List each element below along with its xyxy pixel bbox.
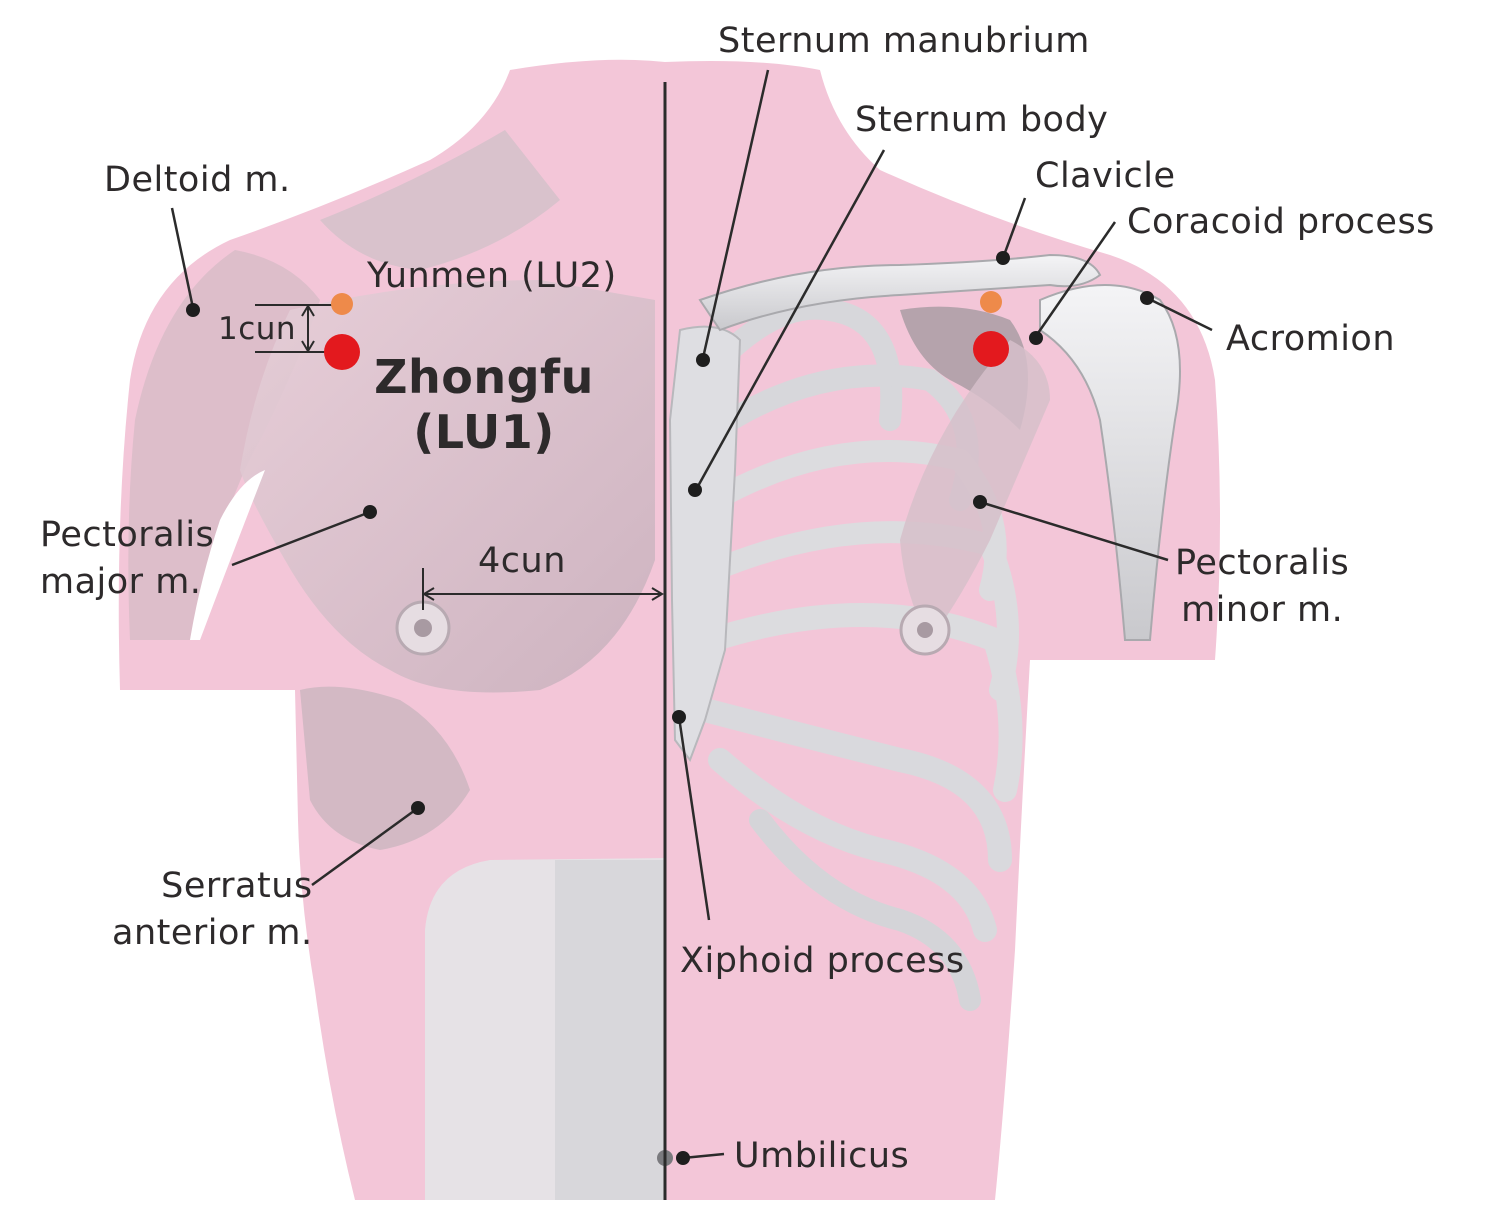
- axilla-highlight: [190, 470, 265, 640]
- label-zhongfu-code: (LU1): [413, 405, 555, 460]
- label-one-cun: 1cun: [218, 311, 297, 347]
- pectoralis-minor-muscle: [900, 340, 1050, 640]
- sternum: [668, 325, 742, 763]
- label-yunmen: Yunmen (LU2): [367, 256, 617, 296]
- deltoid-muscle: [128, 250, 320, 640]
- pectoralis-major-muscle: [240, 280, 655, 693]
- zhongfu-point-right: [973, 331, 1009, 367]
- label-serratus-anterior: Serratus anterior m.: [112, 866, 313, 954]
- label-pectoralis-minor: Pectoralis minor m.: [1175, 543, 1350, 631]
- trapezius-muscle: [320, 130, 560, 270]
- yunmen-point-left: [331, 293, 353, 315]
- label-pectoralis-major: Pectoralis major m.: [40, 515, 215, 603]
- label-zhongfu-name: Zhongfu: [374, 350, 594, 404]
- zhongfu-point-left: [324, 334, 360, 370]
- label-four-cun: 4cun: [478, 541, 566, 581]
- leader-lines: [170, 69, 1213, 1160]
- clavicle-bone: [698, 253, 1102, 332]
- label-coracoid-process: Coracoid process: [1127, 202, 1435, 242]
- four-cun-arrow: [422, 568, 664, 610]
- label-sternum-body: Sternum body: [855, 100, 1109, 140]
- yunmen-point-right: [980, 291, 1002, 313]
- label-xiphoid-process: Xiphoid process: [680, 941, 965, 981]
- serratus-muscle: [300, 686, 470, 850]
- label-clavicle: Clavicle: [1035, 156, 1176, 196]
- rectus-band: [555, 860, 665, 1200]
- label-deltoid: Deltoid m.: [104, 160, 291, 200]
- label-umbilicus: Umbilicus: [734, 1136, 910, 1176]
- humerus-bone: [1039, 284, 1181, 641]
- label-zhongfu: Zhongfu (LU1): [370, 350, 598, 460]
- leader-dots: [186, 251, 1154, 1165]
- label-sternum-manubrium: Sternum manubrium: [718, 21, 1090, 61]
- one-cun-bracket: [255, 304, 335, 353]
- label-acromion: Acromion: [1226, 319, 1396, 359]
